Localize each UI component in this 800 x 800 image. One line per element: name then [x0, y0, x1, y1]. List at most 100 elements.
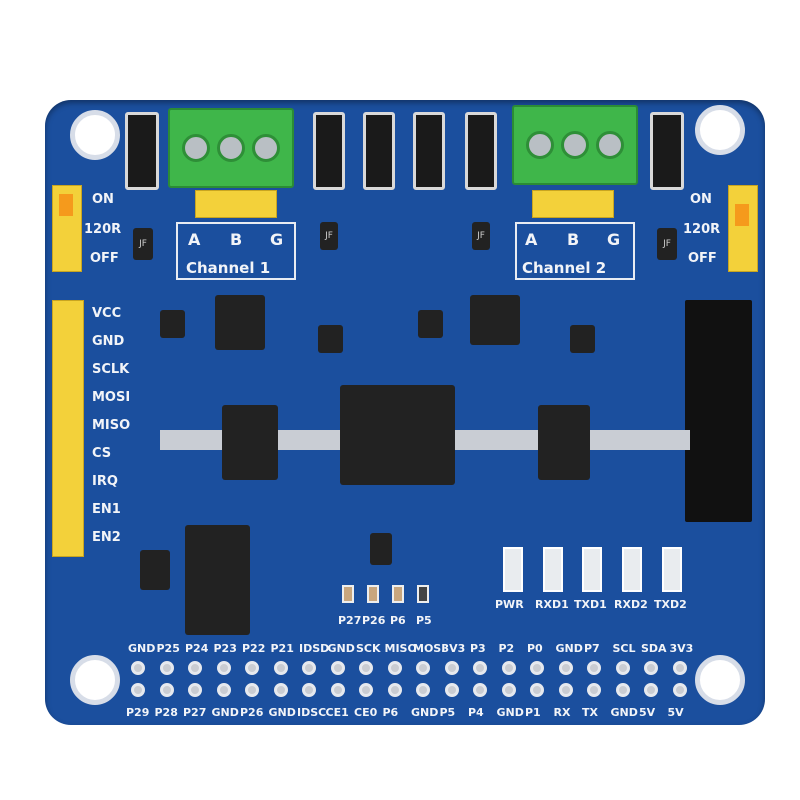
gpio-pin[interactable]	[444, 661, 459, 675]
pad-label: P26	[362, 614, 386, 627]
gpio-pin[interactable]	[273, 661, 288, 675]
gpio-pin[interactable]	[501, 661, 516, 675]
gpio-pin[interactable]	[330, 683, 345, 697]
gpio-bottom-label: CE0	[354, 706, 378, 719]
gpio-pin[interactable]	[159, 683, 174, 697]
gpio-top-label: 3V3	[669, 642, 694, 655]
led-label: RXD2	[614, 598, 648, 611]
tvs-diode	[363, 112, 395, 190]
gpio-top-label: P0	[527, 642, 543, 655]
gpio-pin[interactable]	[188, 661, 202, 675]
gpio-bottom-label: P6	[382, 706, 399, 719]
gpio-bottom-label: GND	[610, 706, 638, 719]
gpio-pin[interactable]	[159, 661, 174, 675]
led-label: TXD1	[574, 598, 607, 611]
gpio-pin[interactable]	[501, 683, 516, 697]
gpio-bottom-label: GND	[496, 706, 524, 719]
spi-pin-label: VCC	[92, 306, 122, 321]
gpio-pin[interactable]	[302, 683, 316, 697]
gpio-pin[interactable]	[644, 683, 658, 697]
gpio-pin[interactable]	[530, 661, 544, 675]
channel-2-label: Channel 2	[522, 259, 607, 277]
gpio-pin[interactable]	[188, 683, 202, 697]
gpio-bottom-label: 5V	[639, 706, 656, 719]
header-channel-1[interactable]	[195, 190, 277, 218]
transistor	[570, 325, 595, 353]
gpio-pin[interactable]	[672, 661, 687, 675]
jumper-label: 120R	[683, 222, 721, 237]
gpio-bottom-label: GND	[411, 706, 439, 719]
gpio-pin[interactable]	[131, 661, 145, 675]
gpio-top-label: P25	[156, 642, 180, 655]
gpio-pin[interactable]	[530, 683, 544, 697]
screw-terminal-channel-2[interactable]	[512, 105, 638, 185]
gpio-bottom-label: GND	[268, 706, 296, 719]
gpio-pin[interactable]	[131, 683, 145, 697]
gpio-pin[interactable]	[558, 683, 573, 697]
termination-jumper-left[interactable]	[52, 185, 82, 272]
channel-2-box	[515, 222, 635, 280]
gpio-bottom-label: P28	[154, 706, 178, 719]
screw-terminal-channel-1[interactable]	[168, 108, 294, 188]
smd-pad	[342, 585, 354, 603]
gpio-pin[interactable]	[558, 661, 573, 675]
spi-pin-label: GND	[92, 334, 125, 349]
gpio-pin[interactable]	[387, 683, 402, 697]
gpio-top-label: MOSI	[413, 642, 446, 655]
gpio-bottom-label: RX	[553, 706, 571, 719]
gpio-pin[interactable]	[587, 683, 601, 697]
pad-label: P27	[338, 614, 362, 627]
gpio-pin[interactable]	[359, 683, 373, 697]
gpio-pin[interactable]	[216, 661, 231, 675]
gpio-top-label: P21	[270, 642, 294, 655]
gpio-top-label: SCK	[356, 642, 381, 655]
gpio-pin[interactable]	[387, 661, 402, 675]
gpio-pin[interactable]	[245, 661, 259, 675]
gpio-pin[interactable]	[444, 683, 459, 697]
gpio-pin[interactable]	[216, 683, 231, 697]
tvs-diode	[125, 112, 159, 190]
smd-pad	[367, 585, 379, 603]
gpio-pin[interactable]	[473, 661, 487, 675]
jumper-label: 120R	[84, 222, 122, 237]
screw-icon	[596, 131, 624, 159]
gpio-top-label: P23	[213, 642, 237, 655]
pad-label: P6	[390, 614, 406, 627]
gpio-bottom-label: TX	[582, 706, 598, 719]
jumper-label: OFF	[90, 251, 119, 266]
spi-pin-header[interactable]	[52, 300, 84, 557]
gpio-pin[interactable]	[672, 683, 687, 697]
gpio-pin[interactable]	[644, 661, 658, 675]
gpio-pin[interactable]	[416, 661, 430, 675]
spi-pin-label: MISO	[92, 418, 131, 433]
gpio-socket	[685, 300, 752, 522]
gpio-pin[interactable]	[615, 683, 630, 697]
status-led	[622, 547, 642, 592]
status-led	[582, 547, 602, 592]
gpio-bottom-label: P1	[525, 706, 541, 719]
gpio-pin[interactable]	[330, 661, 345, 675]
status-led	[503, 547, 523, 592]
termination-jumper-right[interactable]	[728, 185, 758, 272]
gpio-pin[interactable]	[359, 661, 373, 675]
transistor	[318, 325, 343, 353]
gpio-top-label: SCL	[612, 642, 636, 655]
gpio-top-label: P7	[584, 642, 600, 655]
status-led	[662, 547, 682, 592]
terminal-label: G	[270, 230, 284, 249]
gpio-pin[interactable]	[273, 683, 288, 697]
smd-pad	[392, 585, 404, 603]
gpio-pin[interactable]	[615, 661, 630, 675]
transistor	[418, 310, 443, 338]
gpio-pin[interactable]	[473, 683, 487, 697]
gpio-top-label: P3	[470, 642, 486, 655]
gpio-pin[interactable]	[416, 683, 430, 697]
gpio-pin[interactable]	[587, 661, 601, 675]
tvs-diode	[413, 112, 445, 190]
gpio-pin[interactable]	[245, 683, 259, 697]
jumper-cap[interactable]	[59, 194, 73, 216]
jumper-cap[interactable]	[735, 204, 749, 226]
tvs-diode	[313, 112, 345, 190]
header-channel-2[interactable]	[532, 190, 614, 218]
gpio-pin[interactable]	[302, 661, 316, 675]
